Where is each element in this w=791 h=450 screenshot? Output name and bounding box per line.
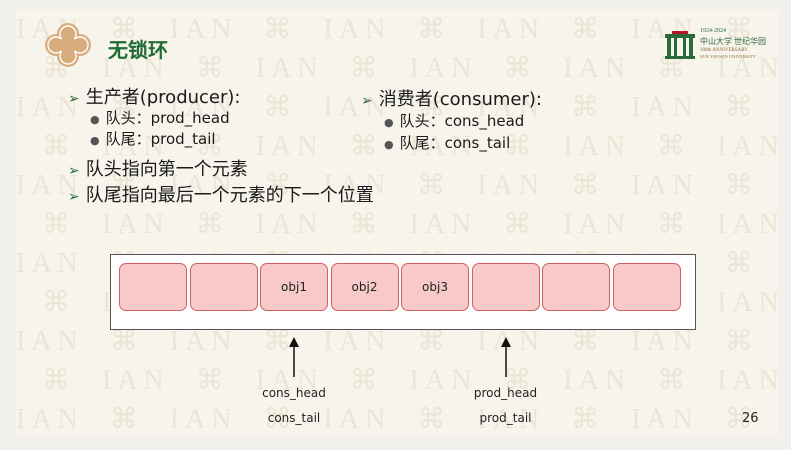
- dot-bullet-icon: ●: [384, 138, 394, 151]
- ring-cell: [119, 263, 187, 311]
- dot-bullet-icon: ●: [384, 116, 394, 129]
- logo-university: SUN YAT-SEN UNIVERSITY: [700, 54, 756, 59]
- pointer-label: cons_tail: [267, 411, 321, 425]
- tail-definition-text: 队尾指向最后一个元素的下一个位置: [85, 185, 374, 206]
- head-definition-bullet: ➢ 队头指向第一个元素: [68, 155, 248, 181]
- ring-cell: [471, 263, 540, 311]
- arrow-bullet-icon: ➢: [361, 93, 373, 109]
- producer-bullet: ➢ 生产者(producer):: [68, 83, 241, 109]
- logo-anniversary: 100th ANNIVERSARY: [700, 48, 748, 53]
- dot-bullet-icon: ●: [90, 134, 100, 147]
- slide-title: 无锁环: [108, 38, 168, 62]
- pointer-label: prod_head: [473, 386, 538, 400]
- head-definition-text: 队头指向第一个元素: [85, 159, 248, 180]
- dot-bullet-icon: ●: [90, 113, 100, 126]
- ring-cell: [612, 263, 681, 311]
- arrow-bullet-icon: ➢: [68, 163, 80, 179]
- tail-definition-bullet: ➢ 队尾指向最后一个元素的下一个位置: [68, 181, 374, 207]
- consumer-head-text: 队头：cons_head: [399, 112, 525, 130]
- pointer-label: cons_head: [262, 386, 326, 400]
- consumer-bullet: ➢ 消费者(consumer):: [361, 85, 542, 111]
- producer-tail-text: 队尾：prod_tail: [105, 130, 216, 148]
- ring-cell: obj1: [260, 263, 328, 311]
- consumer-label: 消费者(consumer):: [378, 89, 542, 110]
- logo-name: 中山大学 世纪华园: [700, 37, 766, 46]
- producer-label: 生产者(producer):: [85, 87, 241, 108]
- producer-head-text: 队头：prod_head: [105, 109, 230, 127]
- watermark-pattern: IAN ⌘ IAN ⌘ IAN ⌘ IAN ⌘ IAN ⌘ IAN ⌘ IAN …: [16, 14, 778, 435]
- ring-cell: obj3: [401, 263, 469, 311]
- university-logo: 1924-2024 中山大学 世纪华园 100th ANNIVERSARY SU…: [664, 26, 768, 66]
- ring-cell: obj2: [330, 263, 399, 311]
- consumer-item: ● 队头：cons_head: [384, 110, 524, 131]
- gate-logo-icon: [665, 31, 695, 59]
- producer-item: ● 队尾：prod_tail: [90, 128, 216, 149]
- page-number: 26: [742, 411, 759, 426]
- consumer-tail-text: 队尾：cons_tail: [399, 134, 511, 152]
- consumer-item: ● 队尾：cons_tail: [384, 132, 510, 153]
- quatrefoil-title-icon: [45, 23, 91, 67]
- arrow-bullet-icon: ➢: [68, 189, 80, 205]
- ring-cell: [542, 263, 610, 311]
- logo-years: 1924-2024: [700, 28, 726, 34]
- arrow-bullet-icon: ➢: [68, 91, 80, 107]
- pointer-label: prod_tail: [479, 411, 532, 425]
- up-arrow-icon: [500, 337, 511, 377]
- up-arrow-icon: [289, 337, 299, 377]
- ring-cell: [189, 263, 258, 311]
- producer-item: ● 队头：prod_head: [90, 107, 230, 128]
- slide: IAN ⌘ IAN ⌘ IAN ⌘ IAN ⌘ IAN ⌘ IAN ⌘ IAN …: [16, 10, 778, 437]
